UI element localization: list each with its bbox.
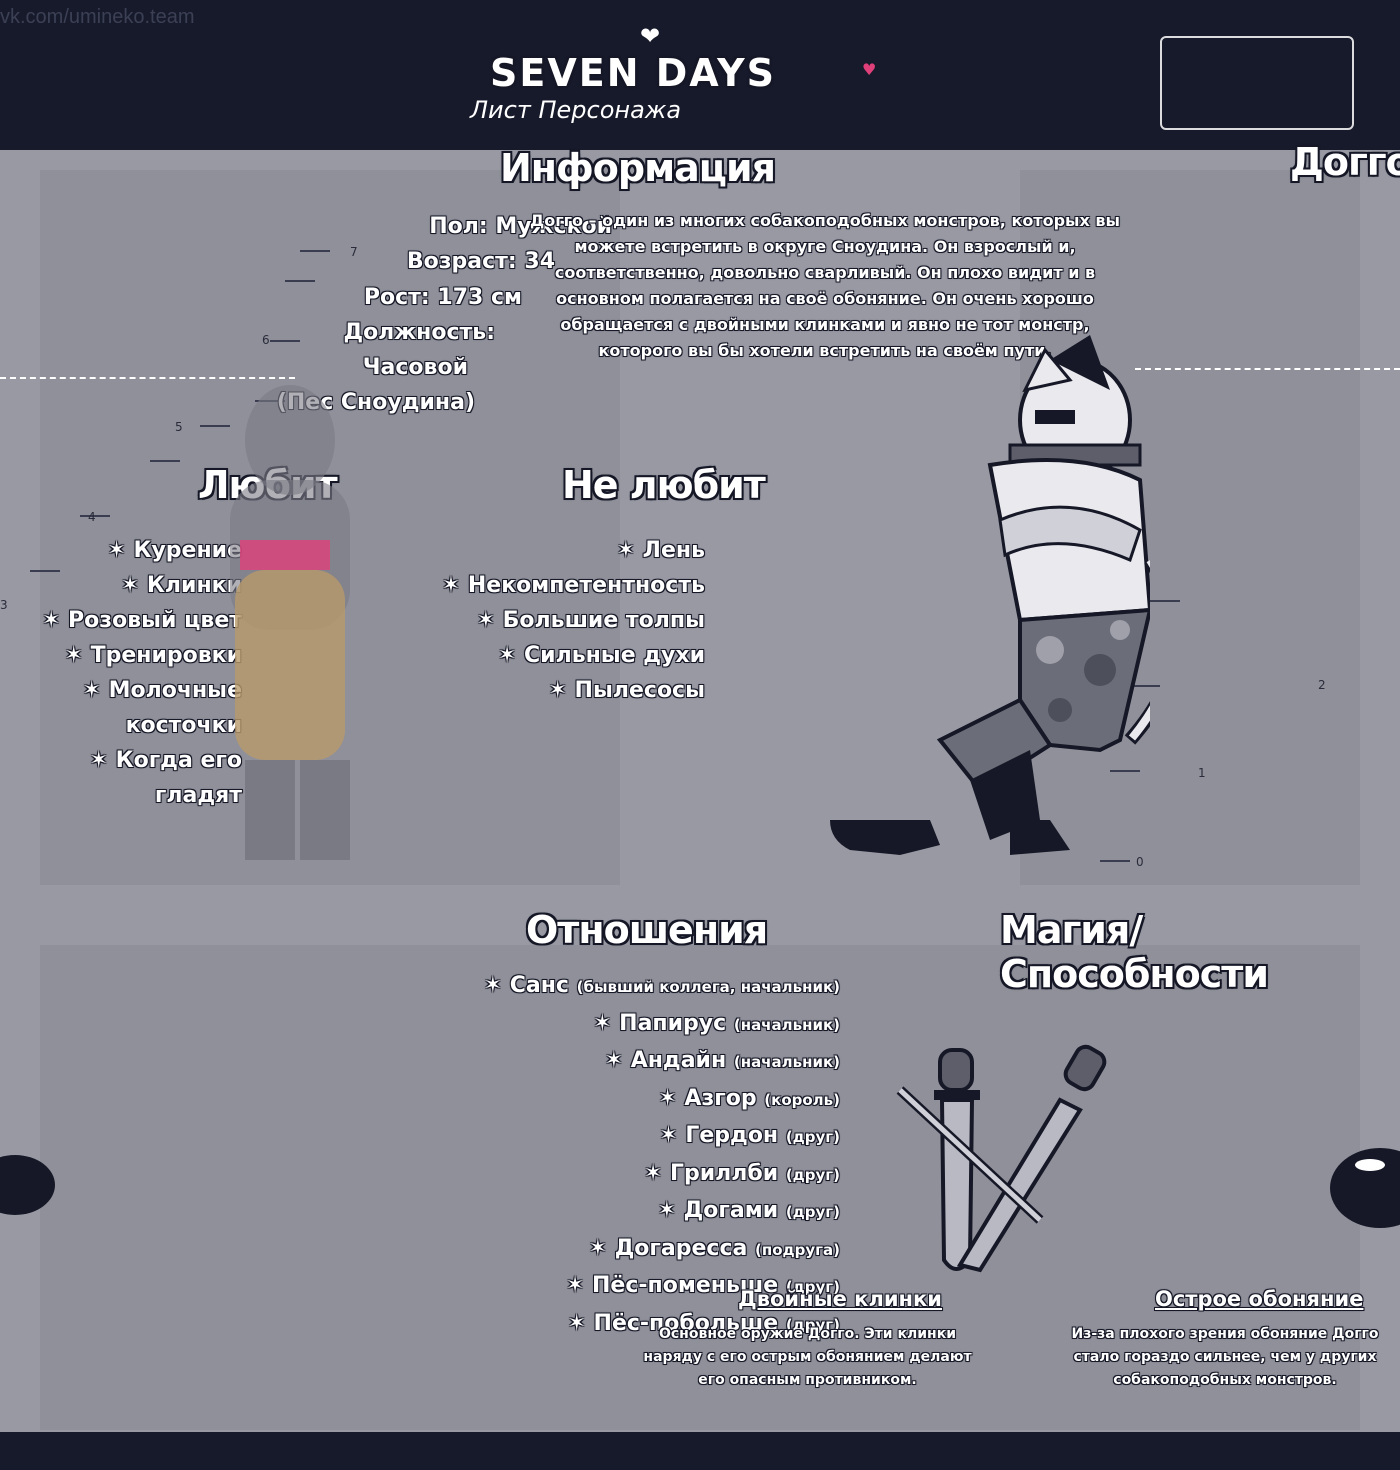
dislikes-heading: Не любит bbox=[561, 462, 767, 508]
list-item: ✶ Санс (бывший коллега, начальник) bbox=[150, 968, 840, 1006]
list-item: ✶ Гриллби (друг) bbox=[150, 1156, 840, 1194]
relation-name: ✶ Догами bbox=[657, 1198, 779, 1223]
list-item: ✶ Сильные духи bbox=[497, 643, 705, 668]
relation-note: (бывший коллега, начальник) bbox=[576, 978, 840, 996]
info-heading: Информация bbox=[499, 145, 777, 191]
info-age: Возраст: 34 bbox=[406, 249, 555, 274]
divider-right bbox=[1135, 368, 1400, 370]
relation-name: ✶ Пёс-поменьше bbox=[565, 1273, 779, 1298]
signature-logo bbox=[1160, 36, 1354, 130]
ruler-mark: 5 bbox=[175, 420, 183, 434]
relation-note: (друг) bbox=[785, 1128, 840, 1146]
nose-icon-right bbox=[1330, 1148, 1400, 1228]
footer-band bbox=[0, 1432, 1400, 1470]
relations-list: ✶ Санс (бывший коллега, начальник) ✶ Пап… bbox=[150, 968, 840, 1343]
list-item: ✶ Молочные косточки bbox=[82, 678, 242, 738]
list-item: ✶ Гердон (друг) bbox=[150, 1118, 840, 1156]
info-position: Часовой bbox=[362, 355, 468, 380]
nose-icon-left bbox=[0, 1155, 55, 1215]
relation-note: (начальник) bbox=[733, 1053, 840, 1071]
list-item: ✶ Курение bbox=[107, 538, 242, 563]
relation-name: ✶ Пёс-побольше bbox=[567, 1310, 779, 1336]
header-band bbox=[0, 0, 1400, 150]
relation-name: ✶ Андайн bbox=[604, 1048, 727, 1073]
dislikes-list: ✶ Лень ✶ Некомпетентность ✶ Большие толп… bbox=[442, 533, 705, 708]
relation-name: ✶ Азгор bbox=[658, 1085, 757, 1111]
character-silhouette-ghost bbox=[230, 385, 350, 860]
bottom-panel bbox=[40, 945, 1360, 1430]
ruler-mark: 3 bbox=[0, 598, 8, 612]
page-subtitle: Лист Персонажа bbox=[470, 96, 682, 124]
relations-heading: Отношения bbox=[525, 907, 769, 953]
relation-name: ✶ Догаресса bbox=[588, 1235, 748, 1261]
list-item: ✶ Клинки bbox=[120, 573, 242, 598]
ability-text-smell: Из-за плохого зрения обоняние Догго стал… bbox=[1071, 1326, 1379, 1388]
relation-name: ✶ Гердон bbox=[659, 1123, 779, 1148]
list-item: ✶ Азгор (король) bbox=[150, 1081, 840, 1119]
heart-icon: ❤ bbox=[640, 22, 661, 50]
ability-title-blades: Двойные клинки bbox=[738, 1287, 943, 1311]
list-item: ✶ Лень bbox=[616, 538, 705, 563]
list-item: ✶ Папирус (начальник) bbox=[150, 1006, 840, 1044]
ability-title-smell: Острое обоняние bbox=[1155, 1287, 1364, 1311]
divider-left bbox=[0, 377, 295, 379]
ruler-mark: 1 bbox=[1198, 766, 1206, 780]
list-item: ✶ Догами (друг) bbox=[150, 1193, 840, 1231]
list-item: ✶ Когда его гладят bbox=[89, 748, 243, 808]
list-item: ✶ Догаресса (подруга) bbox=[150, 1231, 840, 1269]
list-item: ✶ Пёс-побольше (друг) bbox=[150, 1306, 840, 1344]
ruler-mark: 4 bbox=[88, 510, 96, 524]
list-item: ✶ Розовый цвет bbox=[41, 608, 242, 633]
info-position-label: Должность: bbox=[343, 320, 495, 345]
relation-note: (король) bbox=[764, 1090, 840, 1109]
list-item: ✶ Андайн (начальник) bbox=[150, 1043, 840, 1081]
watermark: vk.com/umineko.team bbox=[0, 6, 195, 28]
info-height: Рост: 173 см bbox=[363, 285, 522, 310]
dual-blades-illustration bbox=[896, 1044, 1107, 1273]
magic-heading: Магия/Способности bbox=[999, 907, 1270, 997]
relation-note: (друг) bbox=[785, 1203, 840, 1221]
ruler-mark: 6 bbox=[262, 333, 270, 347]
logo: SEVEN DAYS bbox=[489, 51, 776, 95]
list-item: ✶ Большие толпы bbox=[476, 608, 705, 633]
relation-name: ✶ Папирус bbox=[593, 1010, 727, 1036]
likes-list: ✶ Курение ✶ Клинки ✶ Розовый цвет ✶ Трен… bbox=[0, 533, 242, 813]
relation-note: (подруга) bbox=[755, 1240, 840, 1259]
ruler-mark: 7 bbox=[350, 245, 358, 259]
heart-icon-small: ♥ bbox=[862, 60, 877, 79]
relation-note: (друг) bbox=[785, 1315, 840, 1334]
info-gender: Пол: Мужской bbox=[429, 214, 612, 239]
relation-note: (друг) bbox=[785, 1278, 840, 1296]
ruler-mark: 2 bbox=[1318, 678, 1326, 692]
list-item: ✶ Некомпетентность bbox=[441, 573, 705, 598]
ruler-mark: 0 bbox=[1136, 855, 1144, 869]
list-item: ✶ Тренировки bbox=[64, 643, 242, 668]
character-description: Догго – один из многих собакоподобных мо… bbox=[530, 211, 1120, 360]
list-item: ✶ Пылесосы bbox=[548, 678, 705, 703]
relation-note: (начальник) bbox=[733, 1015, 840, 1034]
doggo-illustration bbox=[830, 335, 1150, 855]
relation-name: ✶ Гриллби bbox=[643, 1160, 779, 1186]
relation-note: (друг) bbox=[785, 1165, 840, 1184]
character-name: Догго bbox=[1289, 139, 1400, 185]
relation-name: ✶ Санс bbox=[483, 973, 569, 998]
list-item: ✶ Пёс-поменьше (друг) bbox=[150, 1268, 840, 1306]
ability-text-blades: Основное оружие Догго. Эти клинки наряду… bbox=[643, 1326, 972, 1388]
